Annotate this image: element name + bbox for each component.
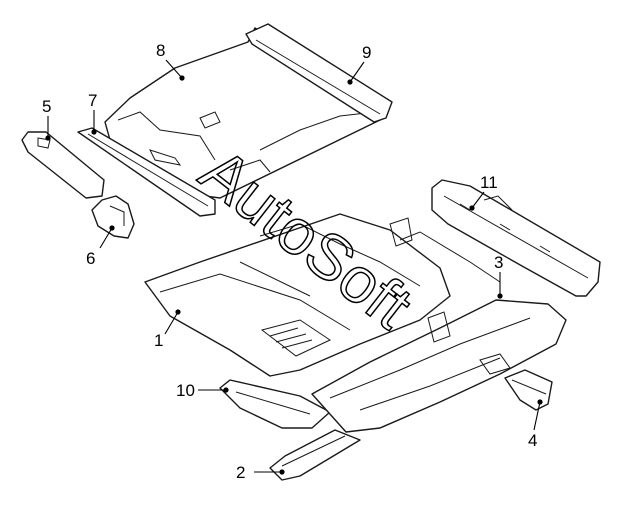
- sun-visor-clip: [91, 195, 135, 239]
- callout-10: 10: [176, 381, 229, 400]
- callout-label: 9: [362, 43, 371, 62]
- callout-label: 1: [154, 331, 163, 350]
- rear-floor-carpet: [311, 217, 567, 433]
- callout-1: 1: [154, 309, 181, 350]
- callout-8: 8: [156, 41, 185, 81]
- cargo-floor-panel: [431, 179, 601, 297]
- callout-label: 2: [236, 463, 245, 482]
- headliner-front-trim: [77, 127, 216, 217]
- callout-label: 7: [88, 91, 97, 110]
- callout-3: 3: [494, 253, 503, 299]
- callout-label: 6: [86, 249, 95, 268]
- callout-6: 6: [86, 225, 115, 268]
- rear-sill-trim: [504, 369, 553, 411]
- callout-7: 7: [88, 91, 97, 135]
- headliner-rear-trim: [245, 23, 393, 123]
- front-floor-carpet: [144, 213, 451, 377]
- callout-label: 5: [42, 97, 51, 116]
- callout-label: 3: [494, 253, 503, 272]
- callout-label: 4: [528, 431, 537, 450]
- callout-label: 11: [480, 173, 498, 192]
- callout-label: 10: [176, 381, 195, 400]
- callout-2: 2: [236, 463, 285, 482]
- sill-trim-strip: [269, 429, 361, 481]
- callout-5: 5: [42, 97, 51, 141]
- callout-label: 8: [156, 41, 165, 60]
- front-floor-mat: [219, 379, 331, 429]
- callout-9: 9: [347, 43, 371, 85]
- callout-11: 11: [469, 173, 498, 211]
- callout-4: 4: [528, 399, 543, 450]
